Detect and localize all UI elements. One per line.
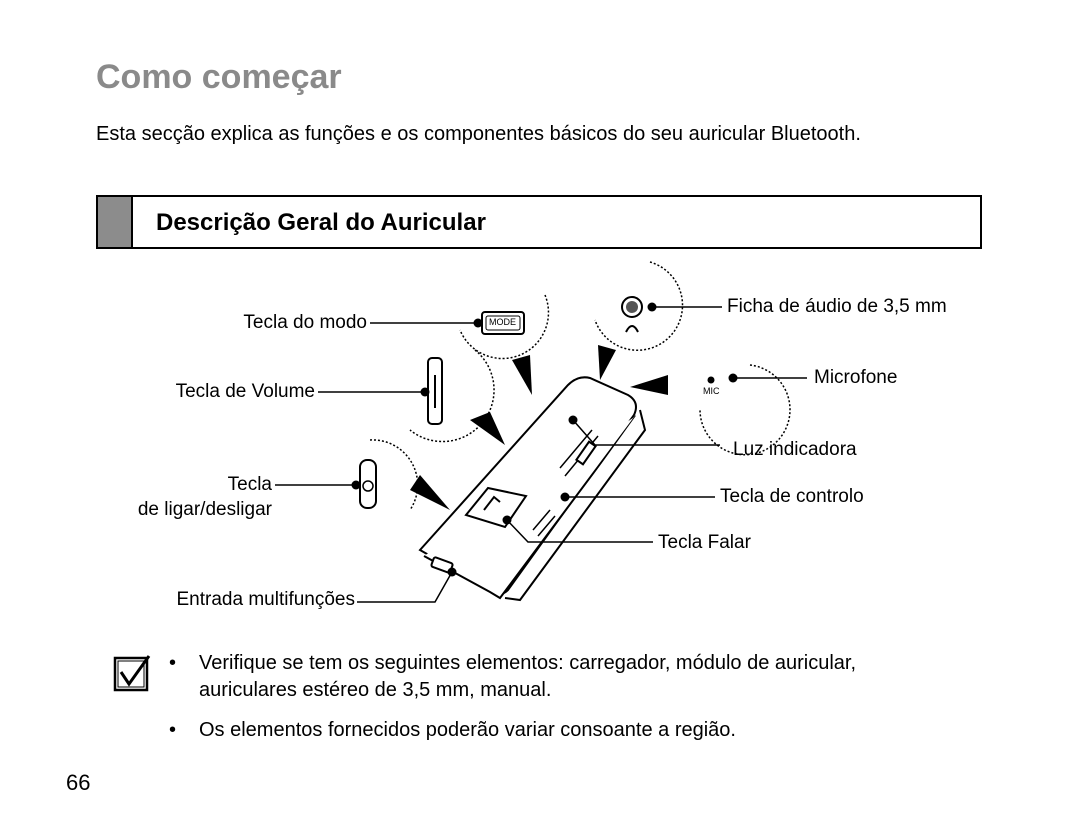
note-item: • Os elementos fornecidos poderão variar…: [165, 717, 925, 744]
intro-paragraph: Esta secção explica as funções e os comp…: [96, 123, 861, 145]
headset-illustration: [275, 261, 807, 603]
volume-pointer: [470, 412, 505, 445]
section-header: Descrição Geral do Auricular: [96, 195, 982, 249]
note-text: Verifique se tem os seguintes elementos:…: [199, 652, 857, 701]
label-multi-jack: Entrada multifunções: [176, 589, 356, 610]
power-zoom-arc: [369, 439, 419, 511]
headset-body: [418, 376, 647, 602]
mode-button-text: MODE: [489, 317, 516, 327]
checkbox-check-icon: [113, 655, 151, 692]
mic-pointer: [630, 375, 668, 395]
headset-diagram: MODE MIC Tecla do modo Tecla de Volume T…: [0, 255, 1080, 625]
label-mode-key: Tecla do modo: [243, 312, 367, 333]
label-power-key-line1: Tecla: [227, 474, 272, 495]
bullet-icon: •: [169, 719, 177, 741]
section-heading: Descrição Geral do Auricular: [156, 209, 486, 236]
bullet-icon: •: [169, 652, 177, 674]
jack-zoom-arc: [594, 261, 684, 351]
power-pointer: [410, 475, 450, 510]
label-control-key: Tecla de controlo: [720, 486, 864, 507]
mode-pointer: [512, 355, 532, 395]
notes-list: • Verifique se tem os seguintes elemento…: [165, 650, 925, 757]
note-item: • Verifique se tem os seguintes elemento…: [165, 650, 925, 704]
note-text: Os elementos fornecidos poderão variar c…: [199, 719, 736, 741]
label-indicator-light: Luz indicadora: [733, 439, 857, 460]
mode-zoom-arc: [459, 294, 550, 360]
label-talk-key: Tecla Falar: [658, 532, 751, 553]
label-audio-jack: Ficha de áudio de 3,5 mm: [727, 296, 947, 317]
jack-pointer: [598, 345, 616, 380]
label-power-key-line2: de ligar/desligar: [137, 499, 272, 520]
mic-text: MIC: [703, 386, 720, 396]
page-number: 66: [66, 770, 91, 795]
section-tab-marker: [98, 197, 133, 247]
page-title: Como começar: [96, 58, 342, 96]
label-microphone: Microfone: [814, 367, 898, 388]
label-volume-key: Tecla de Volume: [175, 381, 315, 402]
headphone-icon: [625, 325, 639, 333]
